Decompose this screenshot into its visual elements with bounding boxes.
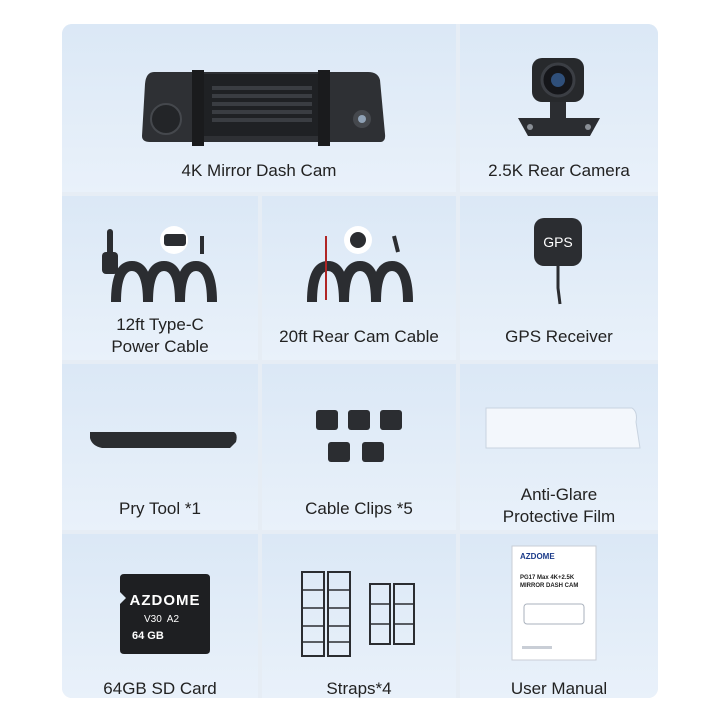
cable-clips-image <box>316 410 402 462</box>
sd-card-image <box>120 574 210 654</box>
item-rear-cam-cable: 20ft Rear Cam Cable <box>262 196 456 360</box>
manual-brand: AZDOME <box>520 552 555 561</box>
item-label: GPS Receiver <box>505 327 613 346</box>
item-label: 20ft Rear Cam Cable <box>279 327 439 346</box>
manual-title: PG17 Max 4K+2.5K MIRROR DASH CAM <box>520 575 579 589</box>
item-gps-receiver: GPS GPS Receiver <box>460 196 658 360</box>
straps-image <box>301 571 415 657</box>
item-label: Cable Clips *5 <box>305 499 413 518</box>
pry-tool-image <box>90 432 237 448</box>
item-label: Anti-Glare Protective Film <box>502 485 616 526</box>
item-label: 2.5K Rear Camera <box>488 161 630 180</box>
item-mirror-dash-cam: 4K Mirror Dash Cam <box>62 24 456 192</box>
sd-card-capacity: 64 GB <box>132 630 164 642</box>
item-sd-card: AZDOME V30 A2 64 GB 64GB SD Card <box>62 534 258 698</box>
item-label: 12ft Type-C Power Cable <box>111 315 209 356</box>
item-label: Straps*4 <box>326 679 392 698</box>
protective-film-image <box>485 407 641 449</box>
sd-card-brand: AZDOME <box>129 592 201 609</box>
power-cable-image <box>102 226 217 303</box>
item-label: 4K Mirror Dash Cam <box>181 161 337 180</box>
rear-cam-cable-image <box>307 226 413 303</box>
item-label: 64GB SD Card <box>103 679 217 698</box>
item-straps: Straps*4 <box>262 534 456 698</box>
item-label: User Manual <box>510 679 608 698</box>
item-power-cable: 12ft Type-C Power Cable <box>62 196 258 360</box>
mirror-dash-cam-image <box>142 70 386 146</box>
gps-badge: GPS <box>543 234 573 250</box>
item-user-manual: AZDOME PG17 Max 4K+2.5K MIRROR DASH CAM … <box>460 534 658 698</box>
item-pry-tool: Pry Tool *1 <box>62 364 258 530</box>
rear-camera-image <box>518 58 600 136</box>
package-contents-grid: 4K Mirror Dash Cam 2.5K Rear Camera 12ft… <box>62 24 658 698</box>
gps-receiver-image <box>534 218 582 305</box>
item-label: Pry Tool *1 <box>119 499 201 518</box>
item-rear-camera: 2.5K Rear Camera <box>460 24 658 192</box>
item-protective-film: Anti-Glare Protective Film <box>460 364 658 530</box>
sd-card-marks: V30 A2 <box>144 614 180 625</box>
user-manual-image <box>511 545 597 661</box>
item-cable-clips: Cable Clips *5 <box>262 364 456 530</box>
